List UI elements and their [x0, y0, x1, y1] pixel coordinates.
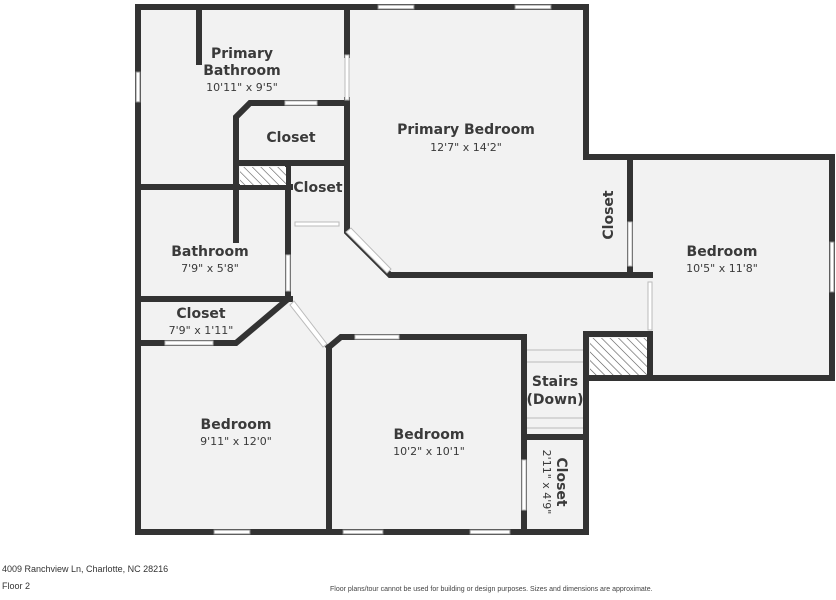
primary-bathroom-name-1: Primary: [211, 46, 273, 62]
closet-stairs-name: Closet: [553, 457, 569, 507]
bathroom-name: Bathroom: [171, 244, 249, 260]
disclaimer-text: Floor plans/tour cannot be used for buil…: [330, 586, 653, 593]
closet-hall-name: Closet: [176, 306, 226, 322]
bathroom-dims: 7'9" x 5'8": [181, 262, 239, 275]
hatched-block-upper: [240, 167, 286, 185]
bedroom-left-name: Bedroom: [201, 417, 272, 433]
bedroom-left-dims: 9'11" x 12'0": [200, 435, 272, 448]
stairs-treads: [527, 349, 583, 429]
primary-bedroom-dims: 12'7" x 14'2": [430, 141, 502, 154]
floor-fill: [138, 7, 832, 534]
closet-vertical-name: Closet: [601, 190, 617, 240]
primary-bathroom-dims: 10'11" x 9'5": [206, 81, 278, 94]
closet-stairs-dims: 2'11" x 4'9": [540, 450, 553, 515]
bedroom-right-name: Bedroom: [687, 244, 758, 260]
stairs-name-1: Stairs: [532, 374, 578, 390]
address-text: 4009 Ranchview Ln, Charlotte, NC 28216: [2, 564, 169, 574]
bedroom-center-dims: 10'2" x 10'1": [393, 445, 465, 458]
bedroom-right-dims: 10'5" x 11'8": [686, 262, 758, 275]
closet-hall-dims: 7'9" x 1'11": [169, 324, 234, 337]
primary-bathroom-name-2: Bathroom: [203, 63, 281, 79]
closet-upper-name: Closet: [266, 130, 316, 146]
room-labels: Primary Bathroom 10'11" x 9'5" Primary B…: [169, 46, 758, 514]
floor-label: Floor 2: [2, 581, 31, 591]
stairs-name-2: (Down): [527, 392, 584, 408]
door-openings: [164, 54, 653, 511]
hatched-block-stairs: [590, 338, 647, 375]
bedroom-center-name: Bedroom: [394, 427, 465, 443]
closet-small-name: Closet: [293, 180, 343, 196]
primary-bedroom-name: Primary Bedroom: [397, 122, 535, 138]
windows: [135, 4, 835, 535]
